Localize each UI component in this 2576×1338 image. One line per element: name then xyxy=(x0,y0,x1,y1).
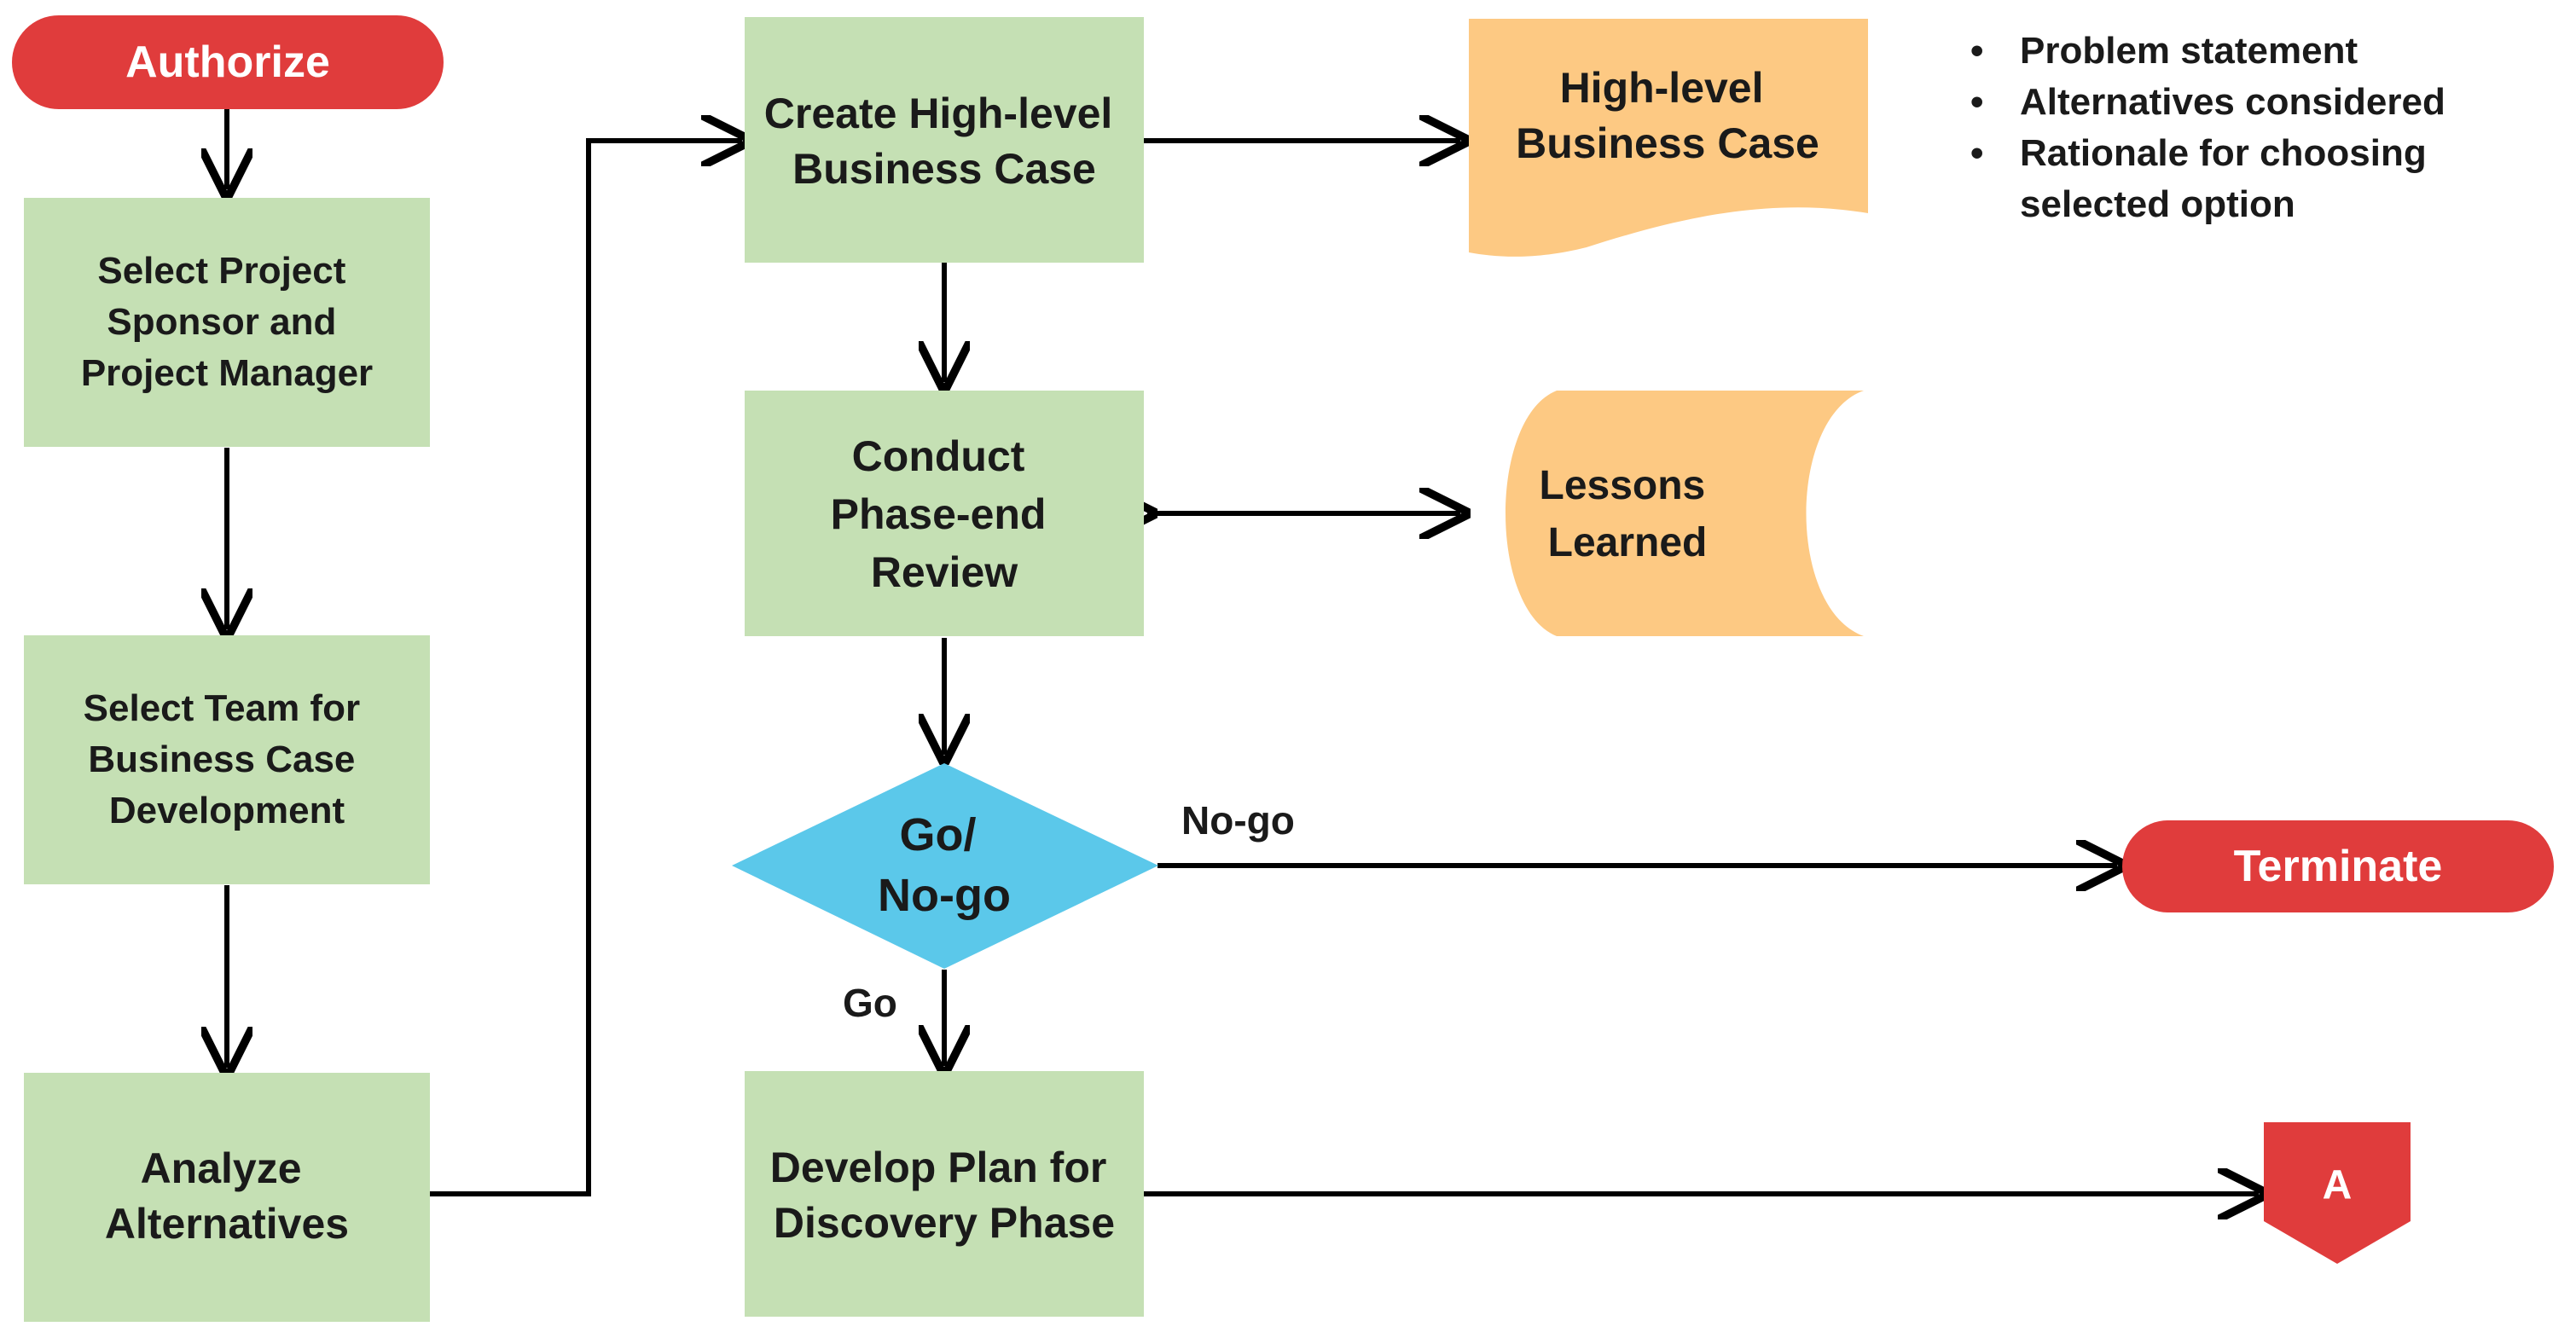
select-team-shape xyxy=(24,635,430,884)
phase-end-review-line-1: Conduct xyxy=(852,432,1025,480)
select-sponsor-line-3: Project Manager xyxy=(81,352,373,394)
select-sponsor-line-2: Sponsor and xyxy=(107,301,336,343)
lessons-learned-line-2: Learned xyxy=(1548,520,1708,565)
create-business-case-line-2: Business Case xyxy=(792,145,1096,193)
svg-text:Lessons Learned: Lessons Learned xyxy=(1540,463,1716,565)
terminate-terminator: Terminate xyxy=(2122,820,2554,912)
phase-end-review-process: Conduct Phase-end Review xyxy=(745,391,1144,636)
svg-text:High-level Business Case: High-level Business Case xyxy=(1516,64,1819,167)
go-no-go-line-2: No-go xyxy=(878,870,1011,921)
svg-text:Select Team for Business: Select Team for Business Case Developmen… xyxy=(84,687,371,831)
authorize-label: Authorize xyxy=(125,38,330,87)
terminate-label: Terminate xyxy=(2234,842,2443,891)
svg-text:Create High-level Busine: Create High-level Business Case xyxy=(764,90,1124,193)
develop-plan-line-1: Develop Plan for xyxy=(770,1144,1107,1191)
svg-text:Analyze Alternatives: Analyze Alternatives xyxy=(105,1144,349,1248)
connector-lines xyxy=(227,109,2259,1194)
list-item: Problem statement xyxy=(1970,26,2567,77)
develop-plan-line-2: Discovery Phase xyxy=(774,1199,1115,1247)
terminate-shape xyxy=(2122,820,2554,912)
select-sponsor-process: Select Project Sponsor and Project Manag… xyxy=(24,198,430,447)
create-business-case-line-1: Create High-level xyxy=(764,90,1112,137)
go-no-go-decision: Go/ No-go xyxy=(732,763,1158,969)
authorize-shape xyxy=(12,15,444,109)
business-case-contents-list: Problem statement Alternatives considere… xyxy=(1970,26,2567,230)
lessons-learned-shape xyxy=(1506,391,1864,636)
business-case-document-shape xyxy=(1469,19,1868,257)
phase-end-review-line-3: Review xyxy=(871,548,1018,596)
go-no-go-line-1: Go/ xyxy=(899,809,976,860)
list-item: Alternatives considered xyxy=(1970,77,2567,128)
phase-end-review-line-2: Phase-end xyxy=(831,490,1047,538)
off-page-connector-label: A xyxy=(2323,1163,2353,1208)
authorize-terminator: Authorize xyxy=(12,15,444,109)
business-case-document: High-level Business Case xyxy=(1469,19,1868,257)
business-case-document-line-1: High-level xyxy=(1560,64,1764,112)
no-go-edge-label: No-go xyxy=(1181,798,1295,843)
phase-end-review-shape xyxy=(745,391,1144,636)
edge-analyze-to-create-case xyxy=(426,141,742,1196)
svg-text:Go/ No-go: Go/ No-go xyxy=(878,809,1011,921)
go-edge-label: Go xyxy=(843,981,897,1025)
list-item: Rationale for choosing selected option xyxy=(1970,128,2567,230)
svg-text:Select Project Sponsor a: Select Project Sponsor and Project Manag… xyxy=(81,250,373,394)
svg-text:Develop Plan for Discove: Develop Plan for Discovery Phase xyxy=(770,1144,1118,1247)
select-sponsor-line-1: Select Project xyxy=(97,250,345,292)
analyze-alternatives-shape xyxy=(24,1073,430,1322)
off-page-connector-a: A xyxy=(2264,1122,2411,1264)
develop-plan-shape xyxy=(745,1071,1144,1317)
select-sponsor-shape xyxy=(24,198,430,447)
create-business-case-process: Create High-level Business Case xyxy=(745,17,1144,263)
select-team-line-2: Business Case xyxy=(88,739,355,780)
select-team-line-3: Development xyxy=(109,790,345,831)
develop-plan-process: Develop Plan for Discovery Phase xyxy=(745,1071,1144,1317)
analyze-alternatives-line-1: Analyze xyxy=(141,1144,302,1192)
select-team-process: Select Team for Business Case Developmen… xyxy=(24,635,430,884)
create-business-case-shape xyxy=(745,17,1144,263)
analyze-alternatives-process: Analyze Alternatives xyxy=(24,1073,430,1322)
lessons-learned-store: Lessons Learned xyxy=(1506,391,1864,636)
off-page-connector-shape xyxy=(2264,1122,2411,1264)
lessons-learned-line-1: Lessons xyxy=(1540,463,1706,508)
go-no-go-decision-shape xyxy=(732,763,1158,969)
select-team-line-1: Select Team for xyxy=(84,687,360,729)
analyze-alternatives-line-2: Alternatives xyxy=(105,1200,349,1248)
svg-text:Conduct Phase-end: Conduct Phase-end Review xyxy=(831,432,1059,596)
business-case-document-line-2: Business Case xyxy=(1516,119,1819,167)
